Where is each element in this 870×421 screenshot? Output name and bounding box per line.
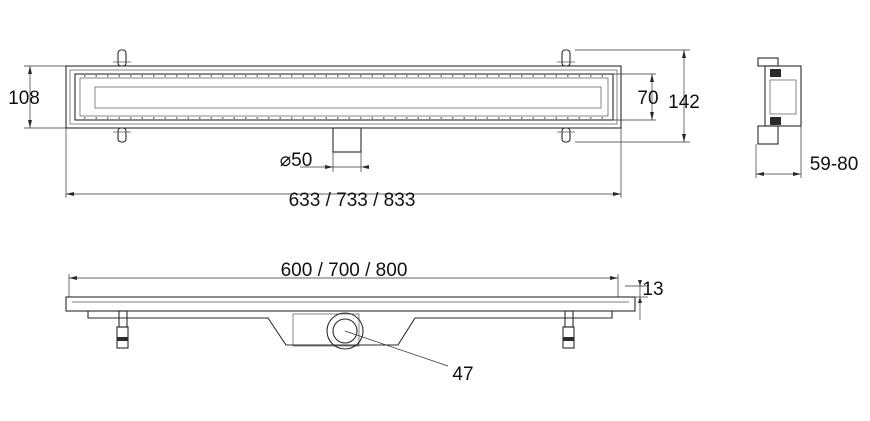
leader-outlet <box>344 330 449 367</box>
dim-length-overall-label: 633 / 733 / 833 <box>289 190 416 211</box>
dim-inner-height-label: 70 <box>637 88 658 109</box>
drain-outer-frame <box>65 65 622 129</box>
mounting-lug-right-bottom <box>557 127 575 143</box>
drain-frame-inner-edge <box>69 69 618 125</box>
dim-overall-length <box>65 128 622 198</box>
channel-body <box>87 311 613 346</box>
dim-total-height <box>575 49 690 143</box>
bottom-view <box>65 274 648 367</box>
side-seal-bottom <box>770 117 781 125</box>
outlet-pipe <box>332 127 362 153</box>
dim-inner-height <box>613 73 656 121</box>
mounting-lug-left-bottom <box>113 127 131 143</box>
outlet-bore <box>332 318 358 344</box>
side-seal-top <box>770 69 781 77</box>
side-channel-body <box>764 65 802 127</box>
dim-outlet <box>300 152 369 172</box>
side-foot <box>757 125 779 145</box>
dim-flange-label: 13 <box>642 279 663 300</box>
dim-height <box>24 65 66 129</box>
outlet-housing <box>292 313 360 347</box>
dim-height-label: 108 <box>8 88 40 109</box>
grate-inner <box>79 77 609 117</box>
top-view: 633 / 733 / 833 108 70 142 <box>8 49 700 211</box>
dim-total-height-label: 142 <box>668 92 700 113</box>
mounting-lug-right-top <box>557 49 575 67</box>
foot-left <box>116 310 129 349</box>
channel-top-plate <box>65 296 636 312</box>
dim-channel-length-label: 600 / 700 / 800 <box>281 260 408 281</box>
side-view <box>755 57 802 178</box>
outlet-ring <box>326 312 364 350</box>
perforation-dots <box>84 75 606 119</box>
mounting-lug-left-top <box>113 49 131 67</box>
foot-right <box>562 310 575 349</box>
dim-outlet-label: ⌀50 <box>280 150 313 171</box>
grate-slot <box>94 86 602 109</box>
side-channel-inner <box>769 79 797 115</box>
dim-depth-label: 59-80 <box>810 154 859 175</box>
dim-outlet-callout-label: 47 <box>452 364 473 385</box>
drain-grate <box>74 73 614 121</box>
side-flange-top <box>757 57 779 67</box>
